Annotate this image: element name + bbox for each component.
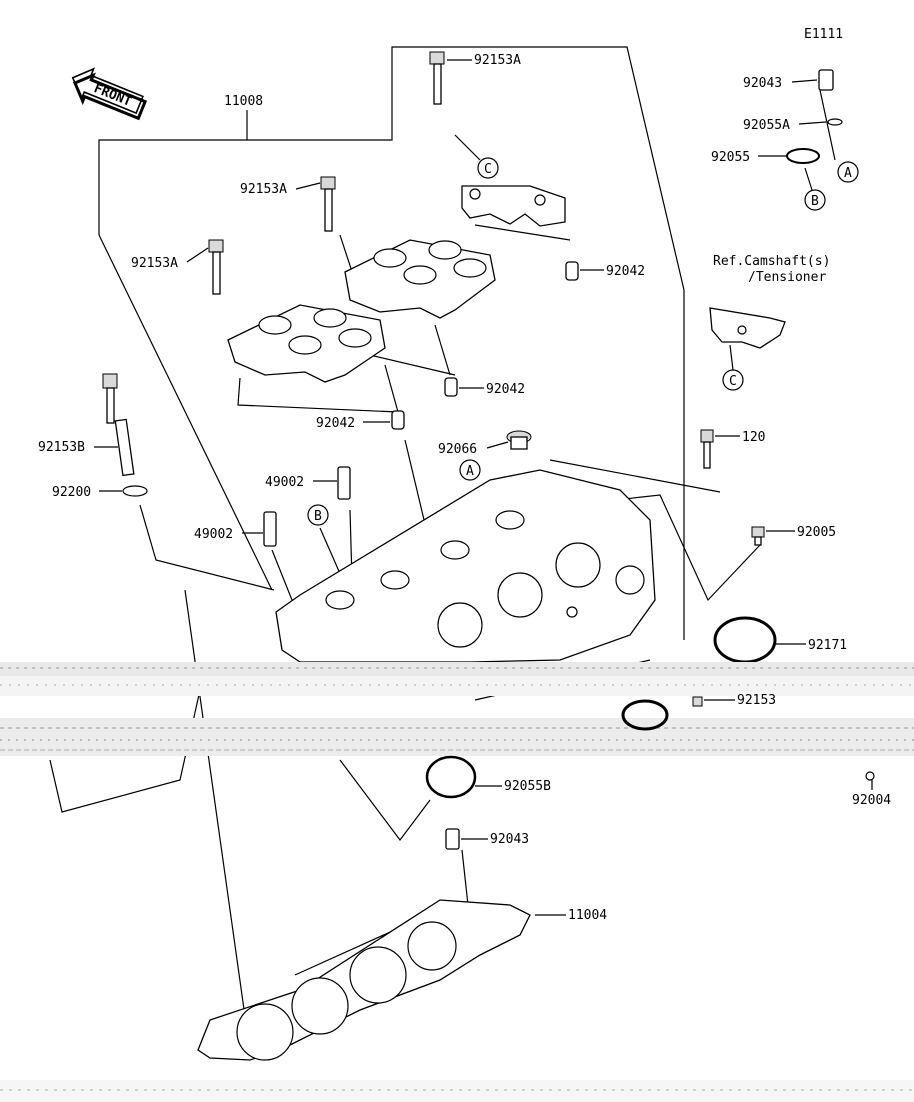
dowel-92043-upper-icon [818,69,834,91]
dowel-92042-left-icon [391,410,405,430]
part-label-92042-middle[interactable]: 92042 [459,382,525,397]
seal-92153-area-icon [621,699,669,731]
o-ring-92171-icon [713,616,777,664]
reference-note-line-2: /Tensioner [748,270,826,285]
plug-92066-icon [506,430,532,450]
bolt-92153a-left-icon [208,239,224,295]
part-label-92055a[interactable]: 92055A [743,118,827,133]
camshaft-cap-left-icon [227,304,386,383]
svg-text:92153A: 92153A [474,53,521,68]
part-label-92043-upper[interactable]: 92043 [743,76,818,91]
part-label-92066[interactable]: 92066 [438,441,509,457]
svg-text:C: C [484,162,492,177]
part-label-49002-lower[interactable]: 49002 [194,527,263,542]
part-label-92055[interactable]: 92055 [711,150,787,165]
bolt-92153a-middle-icon [320,176,336,232]
part-label-92005[interactable]: 92005 [766,525,836,540]
svg-text:92200: 92200 [52,485,91,500]
svg-text:92153A: 92153A [131,256,178,271]
part-label-92004[interactable]: 92004 [852,780,891,808]
part-label-92153a-top[interactable]: 92153A [447,53,521,68]
part-label-92171[interactable]: 92171 [776,638,847,653]
part-label-92153a-left[interactable]: 92153A [131,247,209,271]
svg-text:92055A: 92055A [743,118,790,133]
part-label-92153[interactable]: 92153 [704,693,776,708]
bolt-120-icon [700,429,714,469]
svg-text:120: 120 [742,430,765,445]
fitting-92005-icon [751,526,765,546]
svg-text:11004: 11004 [568,908,607,923]
part-label-120[interactable]: 120 [715,430,765,445]
part-label-11008[interactable]: 11008 [224,94,263,109]
svg-text:11008: 11008 [224,94,263,109]
reference-note-line-1: Ref.Camshaft(s) [713,254,830,269]
scan-noise-band [0,662,914,1102]
valve-guide-49002-lower-icon [263,511,277,547]
dowel-92043-lower-icon [445,828,460,850]
o-ring-92055b-icon [425,755,477,799]
svg-text:92043: 92043 [743,76,782,91]
svg-text:49002: 49002 [194,527,233,542]
svg-text:92005: 92005 [797,525,836,540]
bolt-92153b-icon [102,373,135,477]
callout-b-right: B [804,189,826,211]
part-label-49002-upper[interactable]: 49002 [265,475,337,490]
part-label-92043-lower[interactable]: 92043 [461,832,529,847]
svg-text:A: A [844,166,852,181]
camshaft-cap-right-icon [344,239,496,319]
svg-text:A: A [466,464,474,479]
part-label-92153a-middle[interactable]: 92153A [240,182,321,197]
tensioner-icon [709,307,786,349]
svg-text:92042: 92042 [606,264,645,279]
svg-text:92055B: 92055B [504,779,551,794]
part-label-11004[interactable]: 11004 [535,908,607,923]
bolt-92153-icon [692,696,703,707]
camshaft-cap-c-icon [461,185,566,227]
svg-text:49002: 49002 [265,475,304,490]
callout-c-right: C [722,369,744,391]
o-ring-92055a-icon [827,118,843,126]
washer-92200-icon [122,485,148,497]
svg-text:92004: 92004 [852,793,891,808]
valve-guide-49002-upper-icon [337,466,351,500]
callout-a-right: A [837,161,859,183]
svg-text:92055: 92055 [711,150,750,165]
svg-text:92153B: 92153B [38,440,85,455]
part-label-92055b[interactable]: 92055B [475,779,551,794]
svg-text:B: B [314,509,322,524]
o-ring-92055-icon [786,148,820,164]
part-label-92042-right[interactable]: 92042 [580,264,645,279]
callout-a-head: A [459,459,481,481]
dowel-92042-right-icon [565,261,579,281]
head-gasket-11004-icon [197,899,531,1061]
diagram-code: E1111 [804,27,843,42]
dowel-92042-middle-icon [444,377,458,397]
svg-text:92043: 92043 [490,832,529,847]
svg-text:92042: 92042 [316,416,355,431]
front-arrow-icon: FRONT [71,67,148,121]
svg-text:C: C [729,374,737,389]
part-label-92042-left[interactable]: 92042 [316,416,390,431]
svg-text:92171: 92171 [808,638,847,653]
callout-b-head: B [307,504,329,526]
svg-text:92153A: 92153A [240,182,287,197]
svg-text:92153: 92153 [737,693,776,708]
part-label-92200[interactable]: 92200 [52,485,122,500]
svg-text:92042: 92042 [486,382,525,397]
svg-text:B: B [811,194,819,209]
bolt-92153a-top-icon [429,51,445,105]
part-label-92153b[interactable]: 92153B [38,440,118,455]
cylinder-head-icon [275,469,656,663]
callout-c-top: C [477,157,499,179]
svg-text:92066: 92066 [438,442,477,457]
washer-92004-icon [865,771,875,781]
